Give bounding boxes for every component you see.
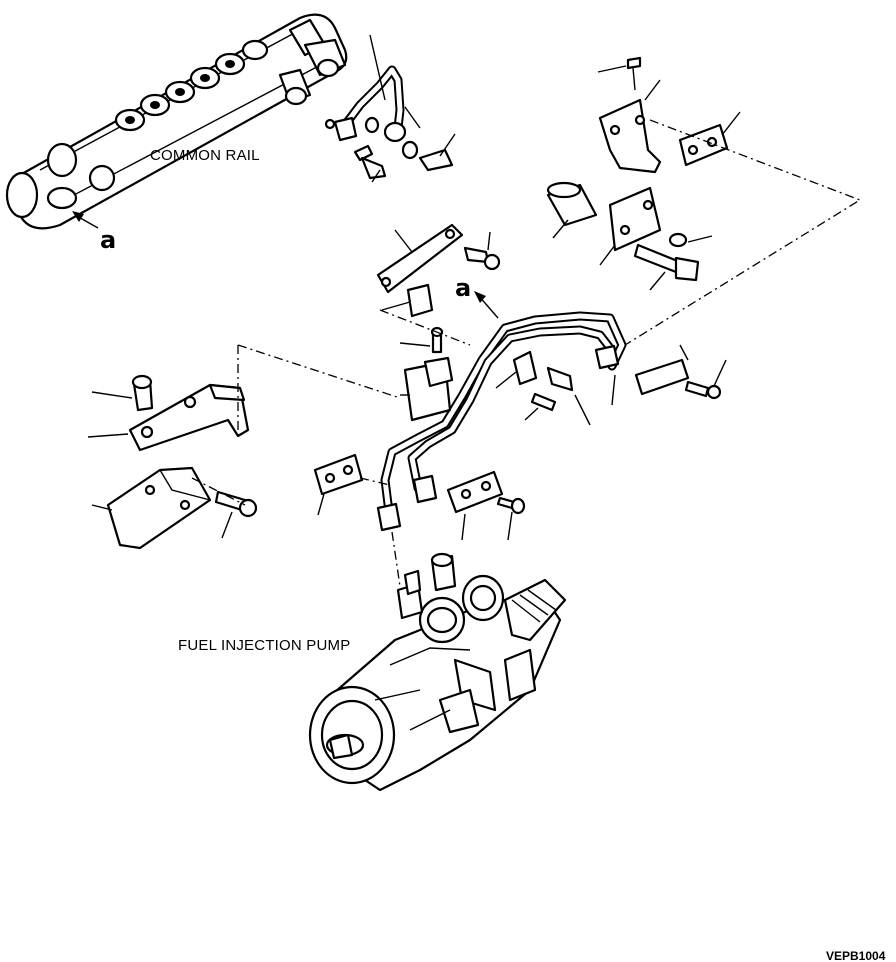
- rail-injector-ports: [114, 39, 269, 132]
- center-clamp-block: [399, 326, 454, 422]
- pipe-clamp-lower-left: [313, 453, 391, 516]
- bracket-bolt-and-washer: [633, 232, 713, 291]
- long-plate-bracket: [376, 223, 464, 294]
- ref-arrow-pipe: [474, 291, 499, 319]
- pipe-fitting-connector: [524, 366, 591, 426]
- pipe-clamp-upper-right: [678, 111, 741, 167]
- upper-left-bracket: [128, 383, 250, 452]
- plate-bolt: [463, 231, 501, 271]
- clip-mid: [381, 283, 434, 318]
- upper-left-bolt: [91, 374, 154, 412]
- banjo-bolts: [353, 140, 454, 180]
- common-rail: [5, 13, 348, 230]
- lower-left-bolt: [214, 490, 258, 539]
- common-rail-label: COMMON RAIL: [150, 147, 260, 164]
- lower-bracket: [599, 186, 662, 266]
- ref-arrow-rail: [72, 211, 99, 229]
- rail-feed-pipe: [333, 65, 407, 143]
- ref-mark-a-pipe: a: [455, 274, 471, 302]
- drawing-code: VEPB1004: [826, 949, 886, 962]
- rail-pressure-sensor: [278, 38, 347, 130]
- high-pressure-fuel-pipe: [376, 311, 627, 532]
- collar-spacer: [546, 181, 598, 239]
- ref-mark-a-rail: a: [100, 226, 116, 254]
- fuel-injection-pump-label: FUEL INJECTION PUMP: [178, 637, 350, 654]
- pipe-clamp-lower-right: [446, 470, 526, 541]
- pipe-clamp-center: [495, 350, 538, 389]
- fuel-injection-pump: [308, 552, 567, 792]
- upper-bracket: [597, 56, 662, 174]
- lower-left-bracket: [91, 466, 212, 550]
- pipe-clamp-right: [611, 344, 727, 406]
